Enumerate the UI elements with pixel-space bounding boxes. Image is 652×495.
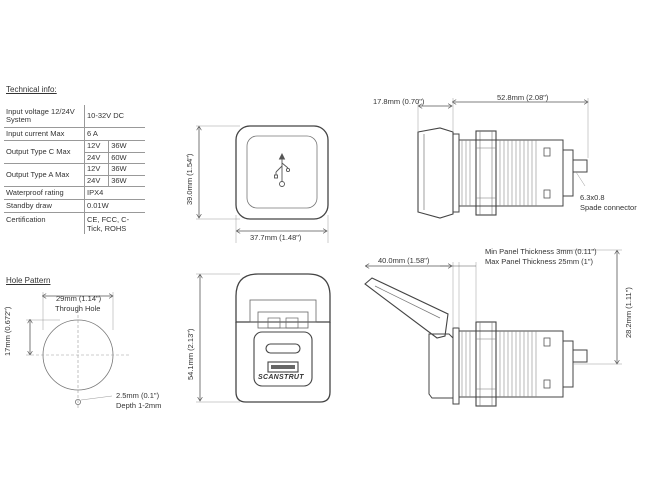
spec-key: Output Type A Max	[4, 163, 85, 187]
side-dim-a-label: 17.8mm (0.70")	[373, 97, 425, 106]
front-view-open	[196, 273, 331, 403]
open-right-dim-label: 28.2mm (1.11")	[624, 287, 633, 338]
spec-row-typea-12: Output Type A Max 12V 36W	[4, 163, 145, 187]
spec-value: CE, FCC, C-Tick, ROHS	[87, 215, 130, 233]
spec-key: Input voltage 12/24V System	[4, 105, 85, 128]
spec-value: 6 A	[84, 127, 145, 141]
spec-key: Certification	[4, 212, 85, 234]
hole-small-label: 2.5mm (0.1")	[116, 391, 160, 400]
max-panel-label: Max Panel Thickness 25mm (1")	[485, 257, 593, 266]
spec-key: Waterproof rating	[4, 186, 85, 200]
spade-connector-label: Spade connector	[580, 203, 637, 212]
spec-row-current: Input current Max 6 A	[4, 127, 145, 141]
spade-size-label: 6.3x0.8	[580, 193, 605, 202]
hole-through-label: Through Hole	[55, 304, 101, 313]
hole-dia-label: 29mm (1.14")	[56, 294, 102, 303]
brand-logo: SCANSTRUT	[258, 374, 304, 381]
usb-icon	[274, 152, 291, 187]
spec-value: IPX4	[84, 186, 145, 200]
tech-heading: Technical info:	[6, 85, 57, 94]
min-panel-label: Min Panel Thickness 3mm (0.11")	[485, 247, 597, 256]
side-view-open	[364, 249, 622, 407]
spec-row-voltage: Input voltage 12/24V System 10-32V DC	[4, 105, 145, 128]
front-width-label: 37.7mm (1.48")	[250, 233, 302, 242]
spec-volt: 24V	[84, 175, 110, 187]
open-dim-a-label: 40.0mm (1.58")	[378, 256, 430, 265]
hole-vert-label: 17mm (0.672")	[3, 306, 12, 356]
front-height-label: 39.0mm (1.54")	[185, 153, 194, 205]
side-view-closed	[417, 98, 588, 219]
spec-watt: 36W	[108, 163, 145, 176]
spec-key: Input current Max	[4, 127, 85, 141]
hole-pattern	[26, 292, 130, 408]
spec-value: 10-32V DC	[84, 105, 145, 128]
spec-row-typec-24: 24V 60W	[4, 152, 145, 164]
spec-volt: 12V	[84, 163, 110, 176]
spec-volt: 12V	[84, 140, 110, 153]
spec-row-typea-24: 24V 36W	[4, 175, 145, 187]
spec-row-standby: Standby draw 0.01W	[4, 199, 145, 213]
spec-row-waterproof: Waterproof rating IPX4	[4, 186, 145, 200]
spec-row-cert: Certification CE, FCC, C-Tick, ROHS	[4, 212, 145, 234]
hole-depth-label: Depth 1-2mm	[116, 401, 162, 410]
spec-watt: 60W	[108, 152, 145, 164]
spec-key: Standby draw	[4, 199, 85, 213]
hole-heading: Hole Pattern	[6, 276, 51, 285]
spec-value: 0.01W	[84, 199, 145, 213]
spec-table: Input voltage 12/24V System 10-32V DC In…	[4, 105, 145, 234]
spec-watt: 36W	[108, 140, 145, 153]
spec-row-typec-12: Output Type C Max 12V 36W	[4, 140, 145, 164]
side-dim-b-label: 52.8mm (2.08")	[497, 93, 549, 102]
front-view-closed	[196, 125, 329, 243]
open-height-label: 54.1mm (2.13")	[186, 328, 195, 380]
spec-volt: 24V	[84, 152, 110, 164]
spec-watt: 36W	[108, 175, 145, 187]
spec-key: Output Type C Max	[4, 140, 85, 164]
